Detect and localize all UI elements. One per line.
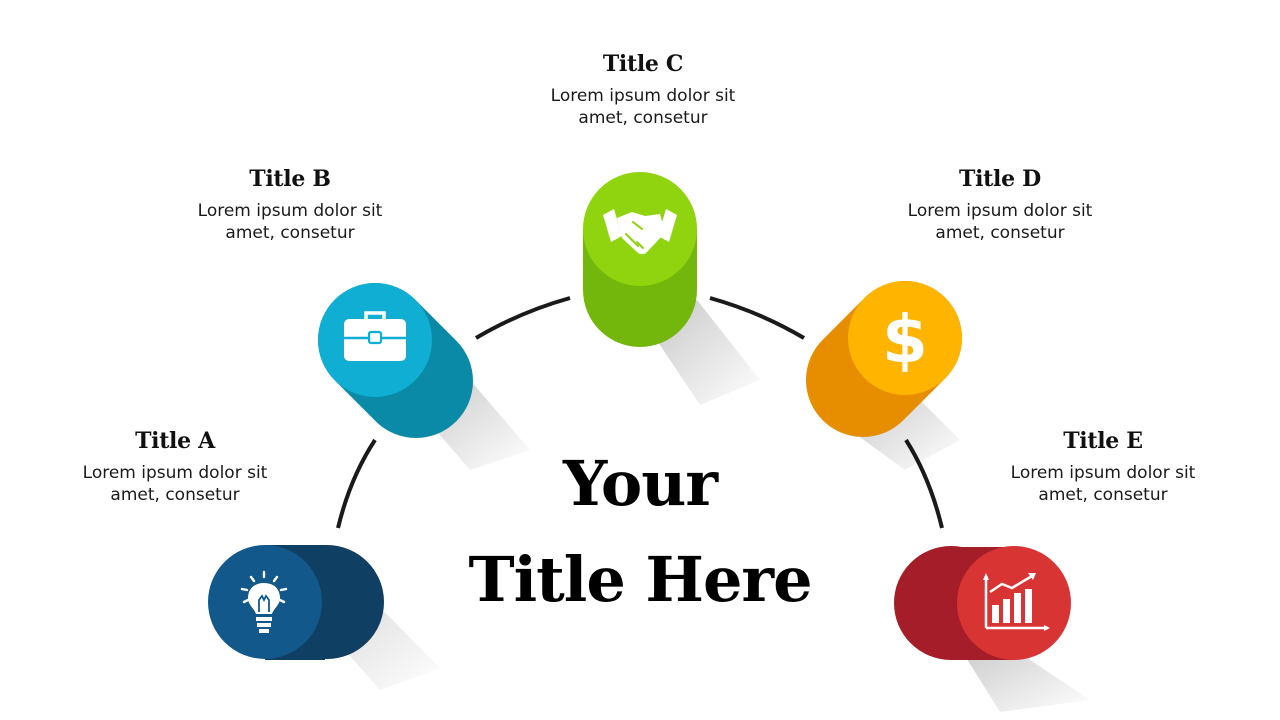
node-b: [318, 283, 530, 470]
handshake-icon: [603, 209, 677, 255]
title-c: Title C: [602, 51, 684, 77]
description-a: Lorem ipsum dolor sit amet, consetur: [82, 463, 268, 505]
description-b: Lorem ipsum dolor sit amet, consetur: [197, 201, 383, 243]
dollar-icon: $: [882, 301, 928, 378]
title-d: Title D: [959, 166, 1041, 192]
description-d: Lorem ipsum dolor sit amet, consetur: [907, 201, 1093, 243]
title-a: Title A: [135, 428, 215, 454]
main-title: Your Title Here: [440, 436, 840, 628]
node-d-face: [848, 281, 962, 395]
briefcase-icon: [344, 311, 406, 361]
description-e: Lorem ipsum dolor sit amet, consetur: [1010, 463, 1196, 505]
description-c: Lorem ipsum dolor sit amet, consetur: [550, 86, 736, 128]
node-d-shadow: [850, 385, 960, 470]
label-title-d: Title D Lorem ipsum dolor sit amet, cons…: [860, 166, 1140, 244]
node-a: [208, 545, 440, 690]
node-c: [583, 172, 760, 405]
lightbulb-icon: [240, 570, 288, 633]
main-title-line-2: Title Here: [468, 543, 812, 616]
growth-chart-icon: [983, 573, 1050, 631]
label-title-e: Title E Lorem ipsum dolor sit amet, cons…: [963, 428, 1243, 506]
label-title-b: Title B Lorem ipsum dolor sit amet, cons…: [150, 166, 430, 244]
label-title-c: Title C Lorem ipsum dolor sit amet, cons…: [503, 51, 783, 129]
label-title-a: Title A Lorem ipsum dolor sit amet, cons…: [35, 428, 315, 506]
arc-segment-b-c: [474, 296, 571, 340]
arc-segment-c-d: [709, 296, 806, 340]
title-b: Title B: [249, 166, 331, 192]
node-e: [894, 546, 1090, 712]
node-d: $: [806, 281, 962, 470]
main-title-line-1: Your: [563, 447, 718, 520]
arc-segment-a-b: [336, 438, 377, 529]
title-e: Title E: [1063, 428, 1143, 454]
